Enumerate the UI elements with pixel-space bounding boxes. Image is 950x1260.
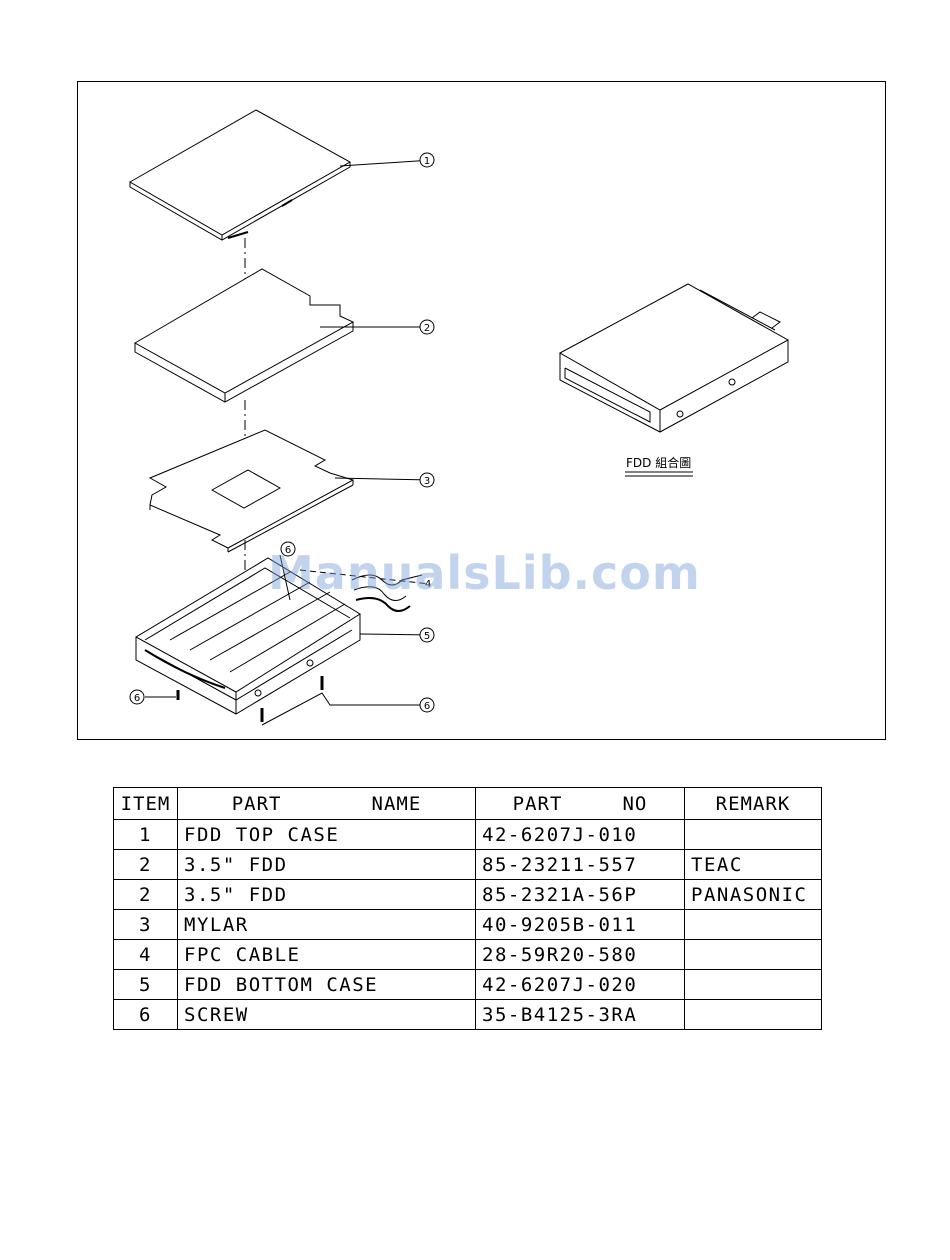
cell-item: 5: [114, 970, 178, 1000]
cell-item: 6: [114, 1000, 178, 1030]
table-row: 3 MYLAR 40-9205B-011: [114, 910, 822, 940]
cell-remark: [685, 970, 822, 1000]
cell-remark: TEAC: [685, 850, 822, 880]
cell-part-no: 35-B4125-3RA: [476, 1000, 685, 1030]
cell-item: 3: [114, 910, 178, 940]
watermark: ManualsLib.com: [268, 546, 701, 600]
table-row: 6 SCREW 35-B4125-3RA: [114, 1000, 822, 1030]
table-row: 5 FDD BOTTOM CASE 42-6207J-020: [114, 970, 822, 1000]
header-remark: REMARK: [685, 788, 822, 820]
cell-remark: PANASONIC: [685, 880, 822, 910]
cell-part-name: SCREW: [178, 1000, 476, 1030]
cell-part-name: MYLAR: [178, 910, 476, 940]
table-row: 2 3.5" FDD 85-23211-557 TEAC: [114, 850, 822, 880]
cell-part-name: 3.5" FDD: [178, 880, 476, 910]
cell-part-no: 85-23211-557: [476, 850, 685, 880]
cell-part-no: 85-2321A-56P: [476, 880, 685, 910]
cell-item: 4: [114, 940, 178, 970]
cell-part-no: 40-9205B-011: [476, 910, 685, 940]
table-row: 2 3.5" FDD 85-2321A-56P PANASONIC: [114, 880, 822, 910]
header-item: ITEM: [114, 788, 178, 820]
table-row: 1 FDD TOP CASE 42-6207J-010: [114, 820, 822, 850]
cell-part-name: FPC CABLE: [178, 940, 476, 970]
cell-remark: [685, 1000, 822, 1030]
table-header-row: ITEM PART NAME PART NO REMARK: [114, 788, 822, 820]
cell-part-no: 42-6207J-010: [476, 820, 685, 850]
parts-table: ITEM PART NAME PART NO REMARK 1 FDD TOP CA…: [113, 787, 822, 1030]
cell-part-name: 3.5" FDD: [178, 850, 476, 880]
cell-item: 2: [114, 850, 178, 880]
diagram-frame: [77, 81, 886, 740]
header-part-name: PART NAME: [178, 788, 476, 820]
cell-part-no: 28-59R20-580: [476, 940, 685, 970]
header-part-no: PART NO: [476, 788, 685, 820]
cell-remark: [685, 940, 822, 970]
table-row: 4 FPC CABLE 28-59R20-580: [114, 940, 822, 970]
cell-part-no: 42-6207J-020: [476, 970, 685, 1000]
cell-part-name: FDD TOP CASE: [178, 820, 476, 850]
header-part-no-b: NO: [622, 793, 647, 815]
cell-remark: [685, 820, 822, 850]
cell-remark: [685, 910, 822, 940]
cell-part-name: FDD BOTTOM CASE: [178, 970, 476, 1000]
cell-item: 1: [114, 820, 178, 850]
header-part-no-a: PART: [513, 793, 563, 815]
header-part-name-a: PART: [232, 793, 282, 815]
header-part-name-b: NAME: [372, 793, 422, 815]
cell-item: 2: [114, 880, 178, 910]
